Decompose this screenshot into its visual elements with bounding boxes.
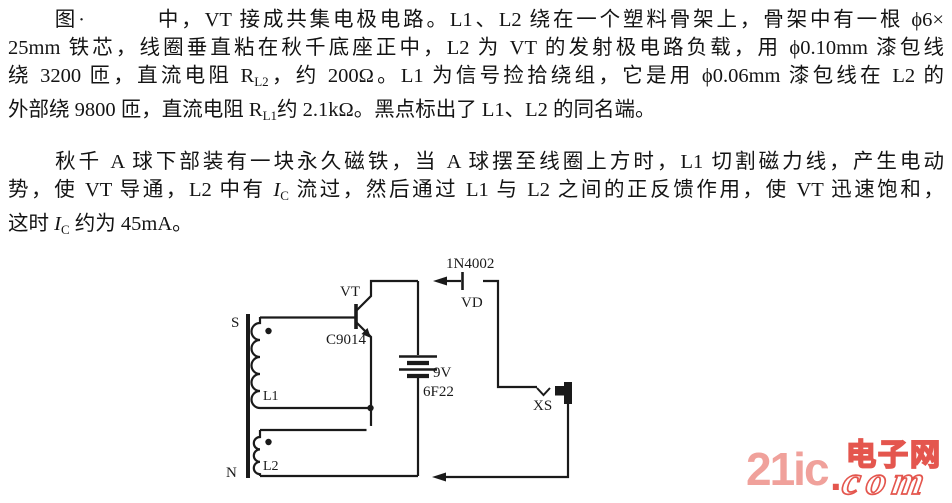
terminal-circle [366,425,375,434]
text-line: 25mm 铁芯，线圈垂直粘在秋千底座正中，L2 为 VT 的发射极电路负载，用 … [8,34,944,62]
emitter-arrow [361,328,371,338]
label-coil-l1: L1 [263,389,279,404]
label-transistor-part: C9014 [326,332,367,348]
watermark-21ic-logo: 21ic . 电子网 com [746,439,952,503]
polarity-dot-l2 [265,438,272,446]
watermark-brand: 21ic [746,443,830,495]
label-pole-n: N [226,465,237,481]
text-segment: C [280,188,289,203]
wire-diode-to-socket [483,279,537,389]
transistor-emitter-wire [355,321,373,426]
label-battery-type: 6F22 [423,384,454,400]
text-line: 绕 3200 匝，直流电阻 RL2，约 200Ω。L1 为信号捡拾绕组，它是用 … [8,62,944,96]
junction-dot [367,404,374,412]
wire-socket-down [446,404,570,479]
current-arrow-bottom [432,472,446,482]
label-battery-voltage: 9V [433,365,452,381]
text-line: 图· 中，VT 接成共集电极电路。L1、L2 绕在一个塑料骨架上，骨架中有一根 … [8,6,944,34]
text-segment: 外部绕 9800 匝，直流电阻 R [8,99,263,121]
paragraph-1: 图· 中，VT 接成共集电极电路。L1、L2 绕在一个塑料骨架上，骨架中有一根 … [8,6,944,130]
current-arrow-top [433,276,447,286]
text-segment: ，约 200Ω。L1 为信号捡拾绕组，它是用 ϕ0.06mm 漆包线在 L2 的 [268,65,944,87]
text-segment: 绕 3200 匝，直流电阻 R [8,65,255,87]
watermark-cn: 电子网 [845,439,942,472]
paragraph-2: 秋千 A 球下部装有一块永久磁铁，当 A 球摆至线圈上方时，L1 切割磁力线，产… [8,148,944,244]
plug-symbol [555,382,572,404]
watermark-suffix: com [838,457,935,503]
text-segment: L2 [254,74,269,89]
diode-symbol [461,272,483,290]
text-segment: I [273,179,281,201]
label-pole-s: S [231,315,239,331]
coil-l1 [250,317,262,410]
text-line: 外部绕 9800 匝，直流电阻 RL1约 2.1kΩ。黑点标出了 L1、L2 的… [8,96,944,130]
text-line: 这时 IC 约为 45mA。 [8,210,944,244]
label-diode-part: 1N4002 [446,256,494,272]
document-text: 图· 中，VT 接成共集电极电路。L1、L2 绕在一个塑料骨架上，骨架中有一根 … [8,6,944,244]
coil-l2 [252,430,262,476]
text-segment: L1 [262,108,278,123]
text-segment: 秋千 A 球下部装有一块永久磁铁，当 A 球摆至线圈上方时，L1 切割磁力线，产… [8,151,944,173]
text-segment: 约 2.1kΩ。黑点标出了 L1、L2 的同名端。 [277,99,656,121]
socket-notch [536,387,551,397]
polarity-dot-l1 [265,327,272,335]
watermark-dot: . [830,452,842,499]
label-socket-ref: XS [533,398,552,414]
text-line: 秋千 A 球下部装有一块永久磁铁，当 A 球摆至线圈上方时，L1 切割磁力线，产… [8,148,944,176]
label-transistor-ref: VT [340,284,360,300]
label-coil-l2: L2 [263,459,279,474]
text-segment: 势，使 VT 导通，L2 中有 [8,179,274,201]
text-segment: 这时 [8,213,55,235]
text-segment: 约为 45mA。 [69,213,193,235]
text-segment: 图· 中，VT 接成共集电极电路。L1、L2 绕在一个塑料骨架上，骨架中有一根 … [8,9,944,31]
text-segment: 25mm 铁芯，线圈垂直粘在秋千底座正中，L2 为 VT 的发射极电路负载，用 … [8,37,944,59]
text-line: 势，使 VT 导通，L2 中有 IC 流过，然后通过 L1 与 L2 之间的正反… [8,176,944,210]
battery-symbol [399,355,437,379]
transistor-collector-wire [355,279,418,312]
label-diode-ref: VD [461,295,483,311]
text-segment: C [60,222,70,237]
text-segment: I [54,213,61,235]
text-segment: 流过，然后通过 L1 与 L2 之间的正反馈作用，使 VT 迅速饱和， [288,179,945,201]
